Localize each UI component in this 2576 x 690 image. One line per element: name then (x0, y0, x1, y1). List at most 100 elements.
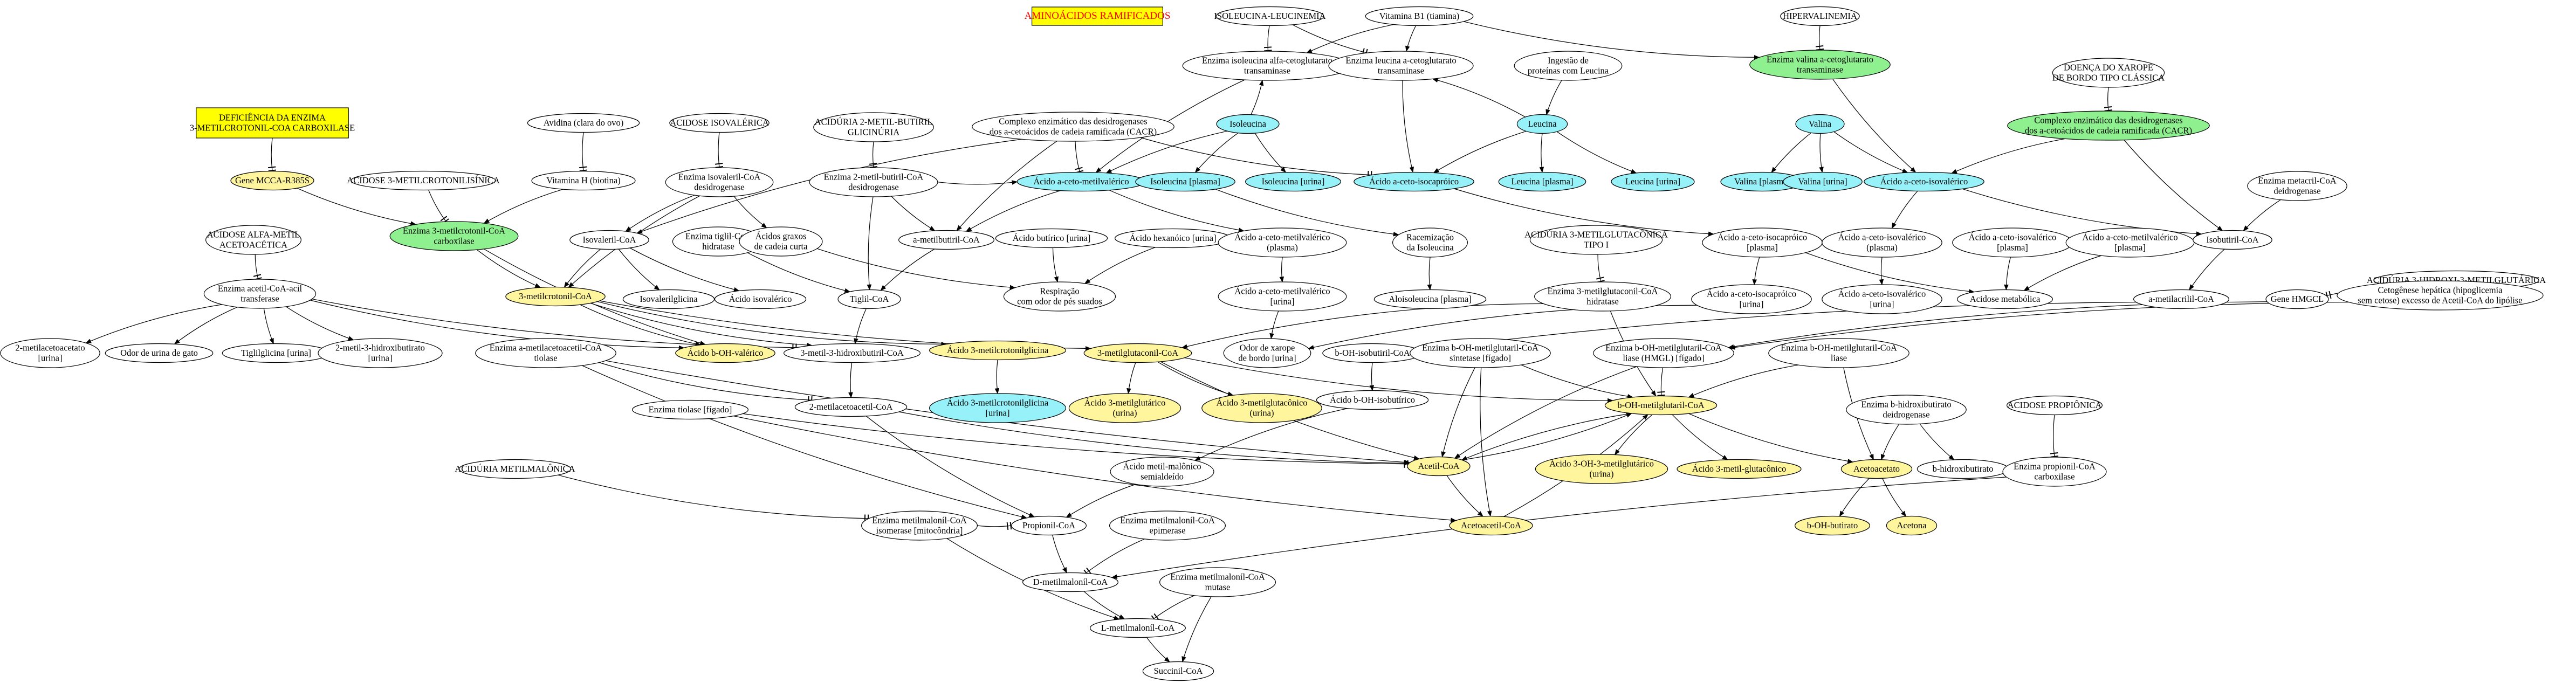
node-shape (1795, 515, 1871, 536)
edge-isovaleril-coa-to-isovalerilglicina (618, 249, 660, 291)
node-label: Acidose metabólica (1970, 294, 2041, 304)
node-label: Enzima isoleucina alfa-cetoglutarato (1202, 56, 1332, 66)
node-label: semialdeído (1141, 472, 1184, 482)
node-ac-3mglutarico-urina: Ácido 3-metilglutárico(urina) (1068, 393, 1181, 423)
node-label: Enzima leucina a-cetoglutarato (1345, 56, 1456, 66)
node-label: [urina] (368, 353, 393, 363)
node-label: ACIDOSE ALFA-METIL (207, 230, 300, 240)
edge-enz-tiolase-figado-to-acetoacetil-coa (733, 416, 1457, 523)
edge-enz-hmg-liase-to-acetil-coa (1454, 366, 1637, 459)
edge-acidose-isoval-to-enz-isoval-desid (715, 132, 724, 168)
node-label: Leucina [urina] (1625, 176, 1680, 187)
node-label: com odor de pés suados (1017, 296, 1102, 307)
node-label: transaminase (1244, 66, 1290, 76)
edge-enz-isoval-desid-to-ac-graxos (733, 196, 767, 229)
node-label: Enzima b-hidroxibutirato (1861, 399, 1951, 410)
node-label: carboxilase (2034, 472, 2074, 482)
edge-tres-mglutaconil-to-ac-3mglutarico-urina (1126, 362, 1136, 395)
edge-cetogenese-to-enz-hmg-liase (1729, 301, 2349, 350)
node-label: Vitamina H (biotina) (546, 175, 620, 185)
edge-acidose-alfa-to-enz-acetilcoa-acil (253, 254, 262, 280)
edge-enz-acetilcoa-acil-to-dois-metilacetoacetato (85, 304, 222, 343)
node-label: tiolase (534, 353, 557, 363)
node-shape (196, 107, 349, 139)
node-shape (1535, 454, 1668, 484)
node-ac-ceto-metilval-plasma2: Ácido a-ceto-metilvalérico[plasma] (2065, 227, 2195, 258)
node-label: DE BORDO TIPO CLÁSSICA (2052, 73, 2165, 83)
node-label: Ácido 3-metil-glutacônico (1692, 464, 1787, 474)
node-shape (1031, 6, 1163, 26)
edge-ac-3mcglicina-to-ac-3mcglicina-urina (994, 360, 1000, 395)
node-label: Ácido a-ceto-metilvalérico (1234, 232, 1330, 243)
node-label: ACIDÚRIA METILMALÔNICA (455, 464, 575, 474)
node-label: [urina] (986, 408, 1010, 418)
edge-isoleucina-to-ile-plasma (1194, 133, 1239, 173)
node-shape (2007, 111, 2210, 141)
edge-b-oh-mglutaril-to-acetil-coa (1461, 413, 1632, 460)
node-gene-mcca: Gene MCCA-R385S (230, 170, 314, 191)
edge-ac-ceto-isocap-plasma-to-acidose-metab (1805, 252, 1975, 294)
edge-acetoacetato-to-acetona (1882, 478, 1907, 517)
node-label: sem cetose) excesso de Acetil-CoA do lip… (2358, 295, 2522, 306)
node-shape (531, 170, 636, 191)
node-shape (1749, 50, 1891, 80)
edge-tres-metil-3hb-to-dois-metilacetoacetil (848, 362, 853, 398)
node-shape (1068, 393, 1181, 423)
edge-vitb1-to-enz-leu-transam (1405, 25, 1417, 52)
node-shape (1783, 171, 1863, 192)
node-shape (837, 289, 901, 309)
node-label: mutase (1205, 582, 1231, 592)
edge-ac-ceto-metilvalerico-to-a-metilbutiril (965, 190, 1061, 232)
node-shape (1201, 393, 1322, 423)
edge-complexo-green-to-ac-ceto-isovalerico (1951, 138, 2065, 174)
edge-enz-2macetoacetil-tiolase-to-dois-metilacetoacetil (599, 362, 813, 404)
node-shape (105, 343, 214, 363)
node-label: Ácido b-OH-isobutírico (1330, 395, 1415, 405)
node-label: Enzima acetil-CoA-acil (218, 284, 303, 294)
node-label: Gene MCCA-R385S (235, 175, 310, 185)
edge-enz-val-transam-to-ac-ceto-isovalerico (1832, 79, 1916, 173)
node-ac-3oh3mg-urina: Ácido 3-OH-3-metilglutárico(urina) (1535, 454, 1668, 484)
edge-a-metilbutiril-to-tiglil-coa (880, 249, 935, 291)
node-ac-isovalerico: Ácido isovalérico (714, 289, 807, 309)
edge-metilcrotonil-coa-to-ac-3mcglicina (597, 301, 947, 347)
node-label: Ácido a-ceto-isocapróico (1369, 176, 1459, 187)
node-ac-ceto-metilval-plasma: Ácido a-ceto-metilvalérico(plasma) (1218, 227, 1347, 258)
node-label: 3-metilglutaconil-CoA (1097, 348, 1178, 358)
node-enz-tiolase-figado: Enzima tiolase [fígado] (631, 399, 748, 420)
edge-enz-bhb-desid-to-b-hidroxibutirato (1919, 423, 1955, 460)
node-isovalerilglicina: Isovalerilglicina (622, 289, 715, 309)
node-label: transaminase (1378, 66, 1424, 76)
node-shape (2265, 289, 2329, 309)
node-label: Enzima 2-metil-butiril-CoA (824, 172, 924, 182)
node-label: Isoleucina [urina] (1262, 176, 1325, 187)
node-label: ISOLEUCINA-LEUCINEMIA (1214, 11, 1325, 21)
node-label: [urina] (1270, 296, 1295, 307)
node-shape (1516, 114, 1568, 134)
node-label: Racemização (1406, 232, 1454, 243)
node-shape (203, 279, 317, 309)
edge-ile-leu-to-enz-leu-transam (1292, 24, 1368, 57)
edge-vitb1-to-enz-val-transam (1463, 21, 1760, 60)
node-label: D-metilmaloníl-CoA (1033, 577, 1108, 587)
node-shape (205, 225, 302, 255)
node-label: Ácido 3-metilglutárico (1084, 398, 1166, 408)
node-shape (2247, 171, 2347, 201)
node-ile-plasma: Isoleucina [plasma] (1135, 171, 1235, 192)
node-ac-ceto-metilval-urina: Ácido a-ceto-metilvalérico[urina] (1218, 281, 1347, 312)
node-label: transaminase (1797, 65, 1843, 75)
edge-ac-ceto-isocap-plasma-to-ac-ceto-isocap-urina (1752, 257, 1760, 286)
node-shape (1498, 171, 1586, 192)
node-vit-h: Vitamina H (biotina) (531, 170, 636, 191)
edge-vit-h-to-enz-3mcc (483, 189, 564, 224)
node-tiglil-coa: Tiglil-CoA (837, 289, 901, 309)
node-shape (1373, 289, 1487, 309)
